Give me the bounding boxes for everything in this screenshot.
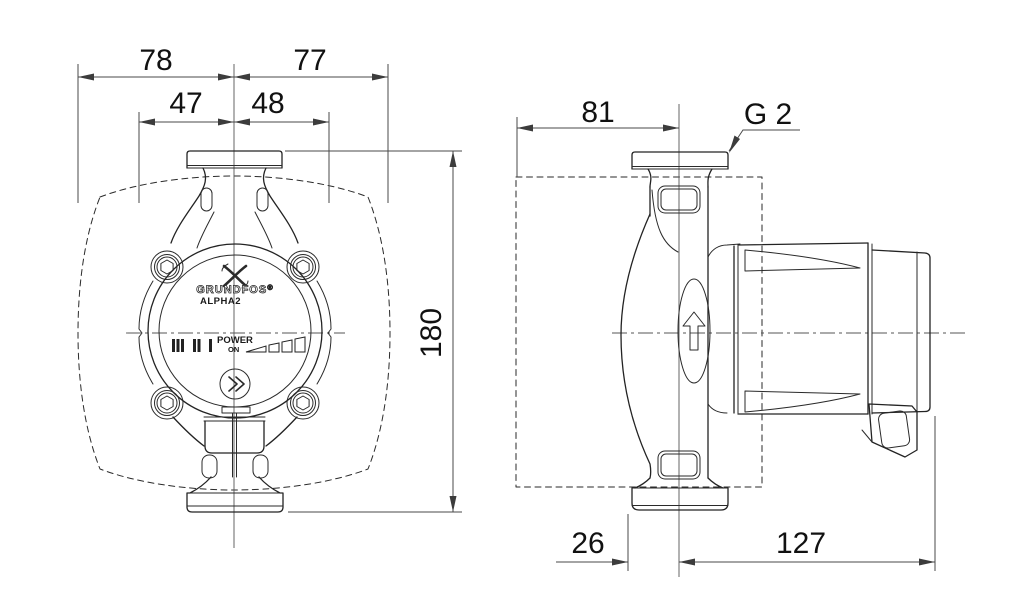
dimension-width-top: 78 77 [77, 44, 389, 203]
dim-48-label: 48 [251, 87, 284, 120]
dim-47-label: 47 [169, 87, 202, 120]
dimension-depth-left: 81 [516, 96, 679, 177]
hex-bolts [154, 254, 316, 416]
front-faceplate: GRUNDFOS® ALPHA2 POWER ON [172, 263, 306, 400]
front-pump-head [138, 243, 332, 420]
power-label: POWER [217, 335, 253, 346]
front-installation-envelope [77, 175, 391, 491]
dim-180-label: 180 [415, 308, 448, 358]
grundfos-logo-icon [221, 263, 249, 289]
bolt-bottom-right [290, 390, 316, 416]
side-view: 81 G 2 26 127 [515, 96, 968, 577]
dimension-foot-depth: 26 127 [556, 416, 936, 571]
flow-direction-marker [677, 278, 711, 384]
side-motor-housing [707, 242, 931, 458]
side-bottom-flange [631, 477, 729, 511]
bolt-top-right [290, 254, 316, 280]
flow-arrow-icon [682, 311, 706, 351]
bolt-bottom-left [154, 390, 180, 416]
front-lower-body [172, 406, 298, 513]
dimension-height: 180 [285, 150, 462, 513]
dim-77-label: 77 [293, 44, 326, 77]
bolt-top-left [154, 254, 180, 280]
cable-gland [861, 403, 918, 458]
thread-g2-label: G 2 [744, 98, 792, 131]
on-label: ON [228, 345, 239, 354]
front-top-flange [186, 150, 283, 169]
side-top-flange [631, 151, 729, 188]
side-installation-envelope [515, 176, 763, 488]
selector-button [219, 368, 251, 400]
model-label: ALPHA2 [200, 296, 241, 307]
dim-26-label: 26 [571, 527, 604, 560]
power-gauge [245, 336, 306, 353]
dim-81-label: 81 [581, 96, 614, 129]
dim-127-label: 127 [776, 527, 826, 560]
brand-wordmark: GRUNDFOS® [196, 283, 273, 296]
thread-callout: G 2 [728, 98, 800, 153]
side-pipe-volute [620, 185, 709, 480]
front-volute-arms [170, 167, 299, 249]
dim-78-label: 78 [139, 44, 172, 77]
front-view: GRUNDFOS® ALPHA2 POWER ON [77, 44, 462, 548]
dimension-port-width: 47 48 [138, 87, 330, 203]
speed-indicator-bars [172, 339, 212, 352]
